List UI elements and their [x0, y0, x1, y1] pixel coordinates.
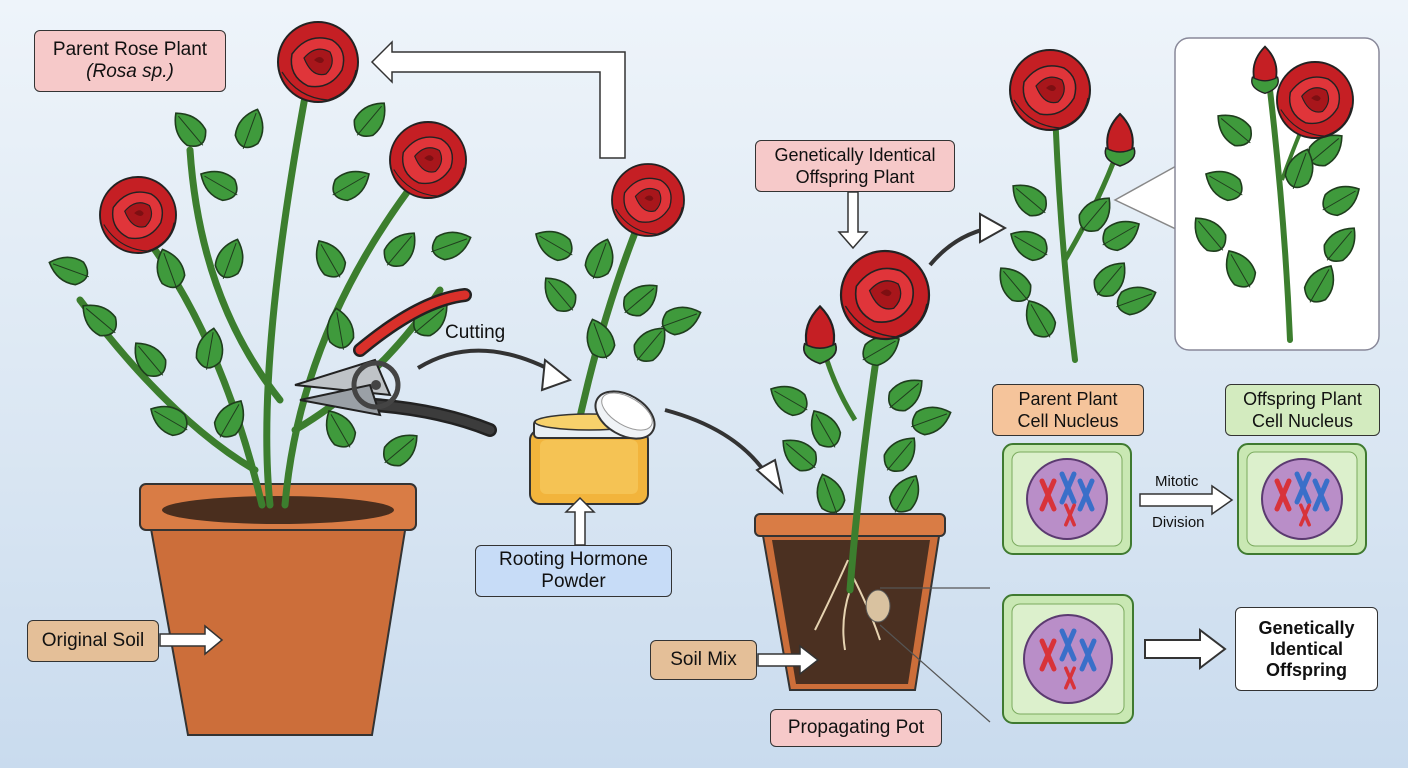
result-label-line1: Genetically: [1258, 617, 1355, 638]
parent-plant-label-line1: Parent Rose Plant: [52, 39, 208, 60]
rooting-hormone-label-line1: Rooting Hormone: [499, 549, 648, 570]
original-soil-label: Original Soil: [27, 620, 159, 662]
grown-offspring-plant: [990, 49, 1161, 363]
cutting-label: Cutting: [445, 322, 506, 343]
offspring-plant-label: Genetically Identical Offspring Plant: [755, 140, 955, 192]
offspring-nucleus-label-line2: Cell Nucleus: [1251, 411, 1354, 431]
offspring-nucleus-label-line1: Offspring Plant: [1243, 389, 1362, 409]
offspring-cell: [1237, 443, 1367, 555]
offspring-down-arrow: [837, 191, 869, 250]
jar-to-pot-arrow: [664, 408, 772, 482]
cutting-plant: [528, 163, 706, 444]
offspring-plant: [763, 249, 956, 594]
division-label: Division: [1152, 514, 1205, 531]
parent-pot: [139, 483, 417, 736]
pruning-shears-icon: [294, 288, 497, 437]
soil-mix-arrow: [757, 644, 820, 676]
mitotic-label: Mitotic: [1155, 473, 1199, 490]
rooting-up-arrow: [564, 496, 596, 546]
zoomed-cell: [1002, 594, 1134, 724]
rooting-hormone-label: Rooting Hormone Powder: [475, 545, 672, 597]
result-arrow: [1144, 627, 1227, 671]
parent-cell: [1002, 443, 1132, 555]
cutting-arrow: [416, 348, 561, 377]
result-label-line2: Identical: [1269, 638, 1344, 659]
parent-plant-label-line2: (Rosa sp.): [86, 61, 174, 82]
original-soil-arrow: [159, 624, 224, 656]
mitotic-arrow: [1139, 484, 1234, 516]
offspring-plant-label-line2: Offspring Plant: [795, 167, 915, 187]
parent-nucleus-label-line1: Parent Plant: [1018, 389, 1118, 409]
rooting-hormone-label-line2: Powder: [541, 571, 606, 592]
parent-plant-label: Parent Rose Plant (Rosa sp.): [34, 30, 226, 92]
parent-nucleus-label-line2: Cell Nucleus: [1017, 411, 1119, 431]
parent-nucleus-label: Parent Plant Cell Nucleus: [992, 384, 1144, 436]
result-label-line3: Offspring: [1266, 659, 1347, 680]
result-label: Genetically Identical Offspring: [1235, 607, 1378, 691]
rooting-hormone-jar: [529, 390, 656, 505]
zoom-lines: [879, 587, 991, 723]
propagating-pot-label: Propagating Pot: [770, 709, 942, 747]
soil-mix-label: Soil Mix: [650, 640, 757, 680]
offspring-nucleus-label: Offspring Plant Cell Nucleus: [1225, 384, 1380, 436]
offspring-plant-label-line1: Genetically Identical: [774, 145, 936, 165]
propagating-pot: [754, 513, 946, 691]
zoom-callout: [1113, 37, 1380, 351]
